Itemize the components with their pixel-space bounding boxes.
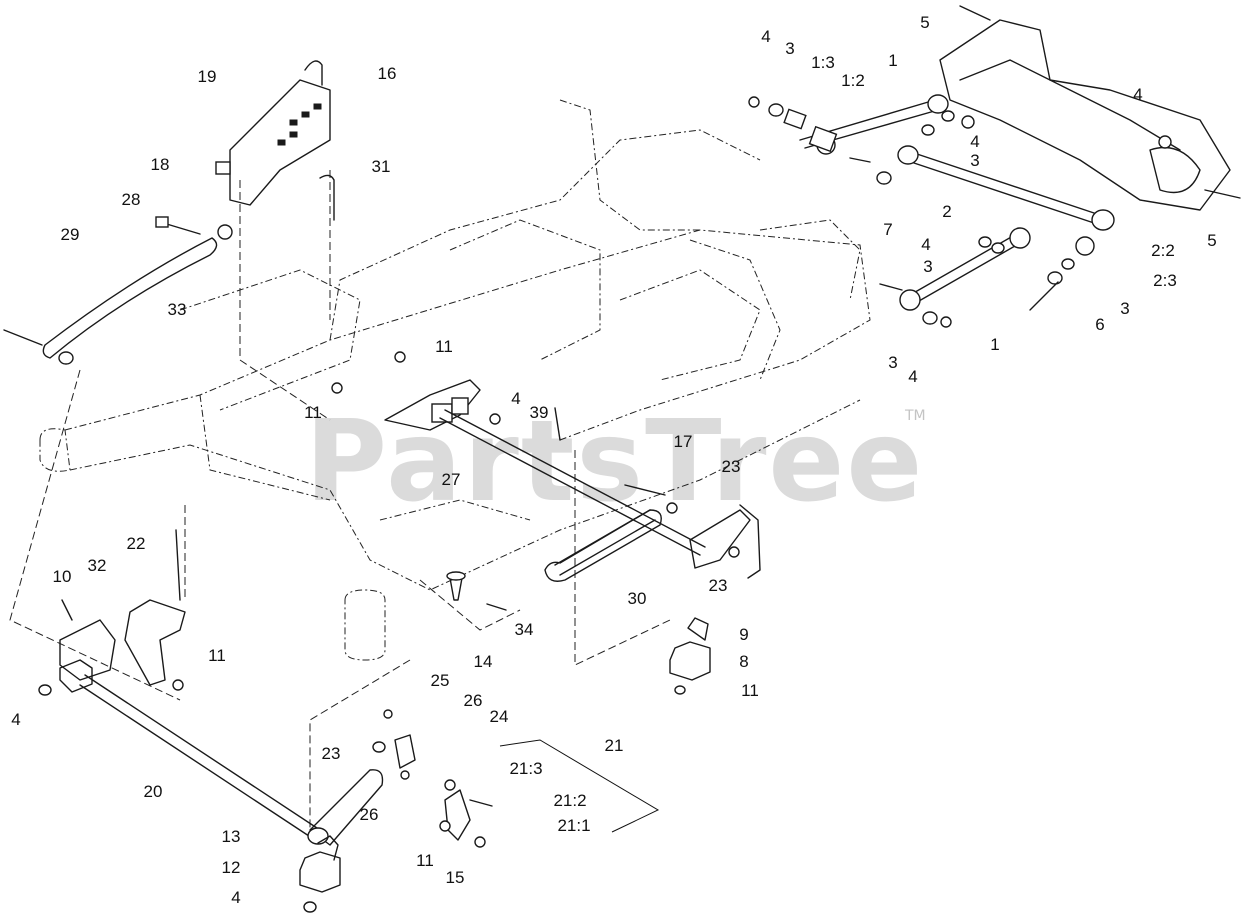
callout-16: 16 xyxy=(378,64,397,83)
callout-25: 25 xyxy=(431,671,450,690)
rear-frame xyxy=(939,19,1231,211)
callout-22: 22 xyxy=(127,534,146,553)
link-29 xyxy=(42,237,218,359)
callout-1: 1 xyxy=(990,335,999,354)
callout-11: 11 xyxy=(741,681,759,700)
callout-2: 2 xyxy=(942,202,951,221)
callout-14: 14 xyxy=(474,652,493,671)
callout-4: 4 xyxy=(511,389,520,408)
callout-11: 11 xyxy=(435,337,453,356)
callout-33: 33 xyxy=(168,300,187,319)
callout-3: 3 xyxy=(785,39,794,58)
axle-20 xyxy=(84,674,321,831)
link-21 xyxy=(444,789,471,841)
plate-24 xyxy=(394,734,416,769)
callout-1: 1 xyxy=(888,51,897,70)
bracket-32 xyxy=(124,599,186,686)
callout-6: 6 xyxy=(1095,315,1104,334)
callout-18: 18 xyxy=(151,155,170,174)
callout-23: 23 xyxy=(722,457,741,476)
callout-2-2: 2:2 xyxy=(1151,241,1175,260)
clamp-assembly-8-9 xyxy=(669,617,711,695)
callout-4: 4 xyxy=(1133,85,1142,104)
callout-5: 5 xyxy=(920,13,929,32)
watermark-trademark: TM xyxy=(904,408,926,424)
arm-17 xyxy=(689,509,751,569)
spring-30 xyxy=(544,509,662,582)
callout-11: 11 xyxy=(208,646,226,665)
center-assembly xyxy=(175,351,761,611)
callout-32: 32 xyxy=(88,556,107,575)
callout-24: 24 xyxy=(490,707,509,726)
callout-11: 11 xyxy=(416,851,434,870)
callout-4: 4 xyxy=(970,132,979,151)
callout-29: 29 xyxy=(61,225,80,244)
callout-1-2: 1:2 xyxy=(841,71,865,90)
callout-4: 4 xyxy=(761,27,770,46)
callout-19: 19 xyxy=(198,67,217,86)
pin-14 xyxy=(449,577,463,601)
callout-26: 26 xyxy=(464,691,483,710)
callout-3: 3 xyxy=(1120,299,1129,318)
link-arm-lower xyxy=(909,231,1021,296)
watermark: PartsTree TM xyxy=(305,397,926,527)
callout-10: 10 xyxy=(53,567,72,586)
callout-4: 4 xyxy=(11,710,20,729)
callout-21-1: 21:1 xyxy=(557,816,590,835)
callout-5: 5 xyxy=(1207,231,1216,250)
upper-linkage-assembly xyxy=(748,5,1241,328)
callout-3: 3 xyxy=(888,353,897,372)
callout-28: 28 xyxy=(122,190,141,209)
callout-7: 7 xyxy=(883,220,892,239)
callout-4: 4 xyxy=(231,888,240,907)
bushing xyxy=(1075,236,1095,256)
callout-3: 3 xyxy=(923,257,932,276)
callout-8: 8 xyxy=(739,652,748,671)
link-plate-assembly xyxy=(372,709,660,848)
callout-9: 9 xyxy=(739,625,748,644)
callout-15: 15 xyxy=(446,868,465,887)
lower-axle-assembly xyxy=(38,599,384,913)
callout-26: 26 xyxy=(360,805,379,824)
callout-13: 13 xyxy=(222,827,241,846)
bolt-6 xyxy=(1029,281,1059,311)
callout-12: 12 xyxy=(222,858,241,877)
callout-2-3: 2:3 xyxy=(1153,271,1177,290)
callout-20: 20 xyxy=(144,782,163,801)
callout-21-3: 21:3 xyxy=(509,759,542,778)
callout-27: 27 xyxy=(442,470,461,489)
chassis-frame xyxy=(39,99,871,661)
watermark-brand: PartsTree xyxy=(305,397,924,527)
link-arm-2 xyxy=(904,149,1101,216)
assembly-guides xyxy=(9,170,671,840)
callout-30: 30 xyxy=(628,589,647,608)
callout-21: 21 xyxy=(605,736,624,755)
bracket-10 xyxy=(59,619,116,681)
callout-23: 23 xyxy=(709,576,728,595)
callout-23: 23 xyxy=(322,744,341,763)
callout-4: 4 xyxy=(921,235,930,254)
upper-left-assembly xyxy=(3,60,335,365)
callout-11: 11 xyxy=(304,403,322,422)
clamp-12 xyxy=(299,851,341,893)
callout-21-2: 21:2 xyxy=(553,791,586,810)
bracket-16 xyxy=(229,79,331,206)
callout-34: 34 xyxy=(515,620,534,639)
callout-3: 3 xyxy=(970,151,979,170)
callout-17: 17 xyxy=(674,432,693,451)
callout-39: 39 xyxy=(530,403,549,422)
callout-1-3: 1:3 xyxy=(811,53,835,72)
callout-31: 31 xyxy=(372,157,391,176)
pedal-27 xyxy=(384,379,481,431)
callout-4: 4 xyxy=(908,367,917,386)
